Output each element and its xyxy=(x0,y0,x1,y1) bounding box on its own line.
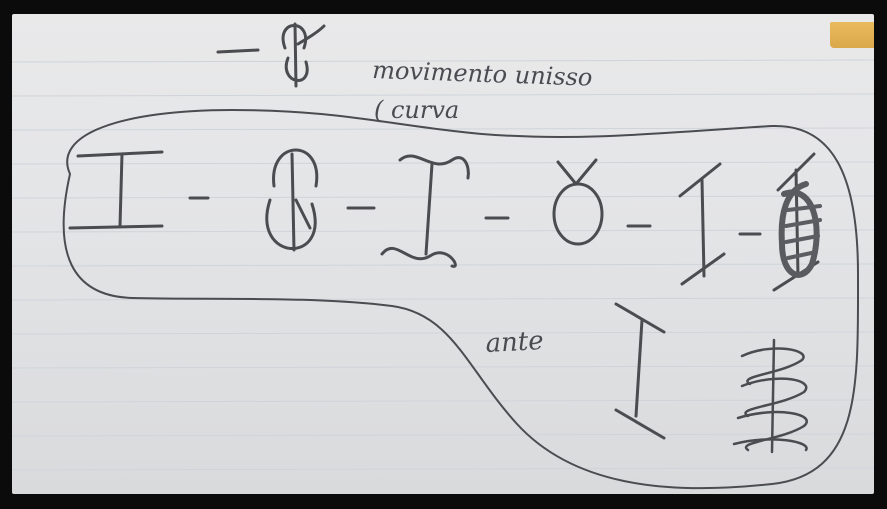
symbol-slanted-i xyxy=(678,162,726,286)
symbol-i-bar xyxy=(68,150,164,230)
symbol-shaded-i xyxy=(772,152,822,292)
note-line-2: ( curva xyxy=(374,96,459,124)
handwritten-note: movimento unisso ( curva xyxy=(372,56,593,124)
note-line-1: movimento unisso xyxy=(372,56,593,92)
notebook-page: movimento unisso ( curva xyxy=(12,14,874,494)
top-loop-symbol xyxy=(216,22,326,88)
lower-symbol-spiral xyxy=(732,338,808,454)
lower-symbol-tall-i xyxy=(614,302,666,440)
ante-label: ante xyxy=(485,326,545,359)
symbol-horn-oval xyxy=(552,158,604,246)
note-ante: ante xyxy=(485,326,545,359)
symbol-loop xyxy=(265,148,319,252)
enclosure-outline xyxy=(62,109,860,490)
sticky-note-corner xyxy=(830,22,874,48)
sketch-canvas: movimento unisso ( curva xyxy=(12,22,874,490)
symbol-tilde-i xyxy=(380,154,470,268)
